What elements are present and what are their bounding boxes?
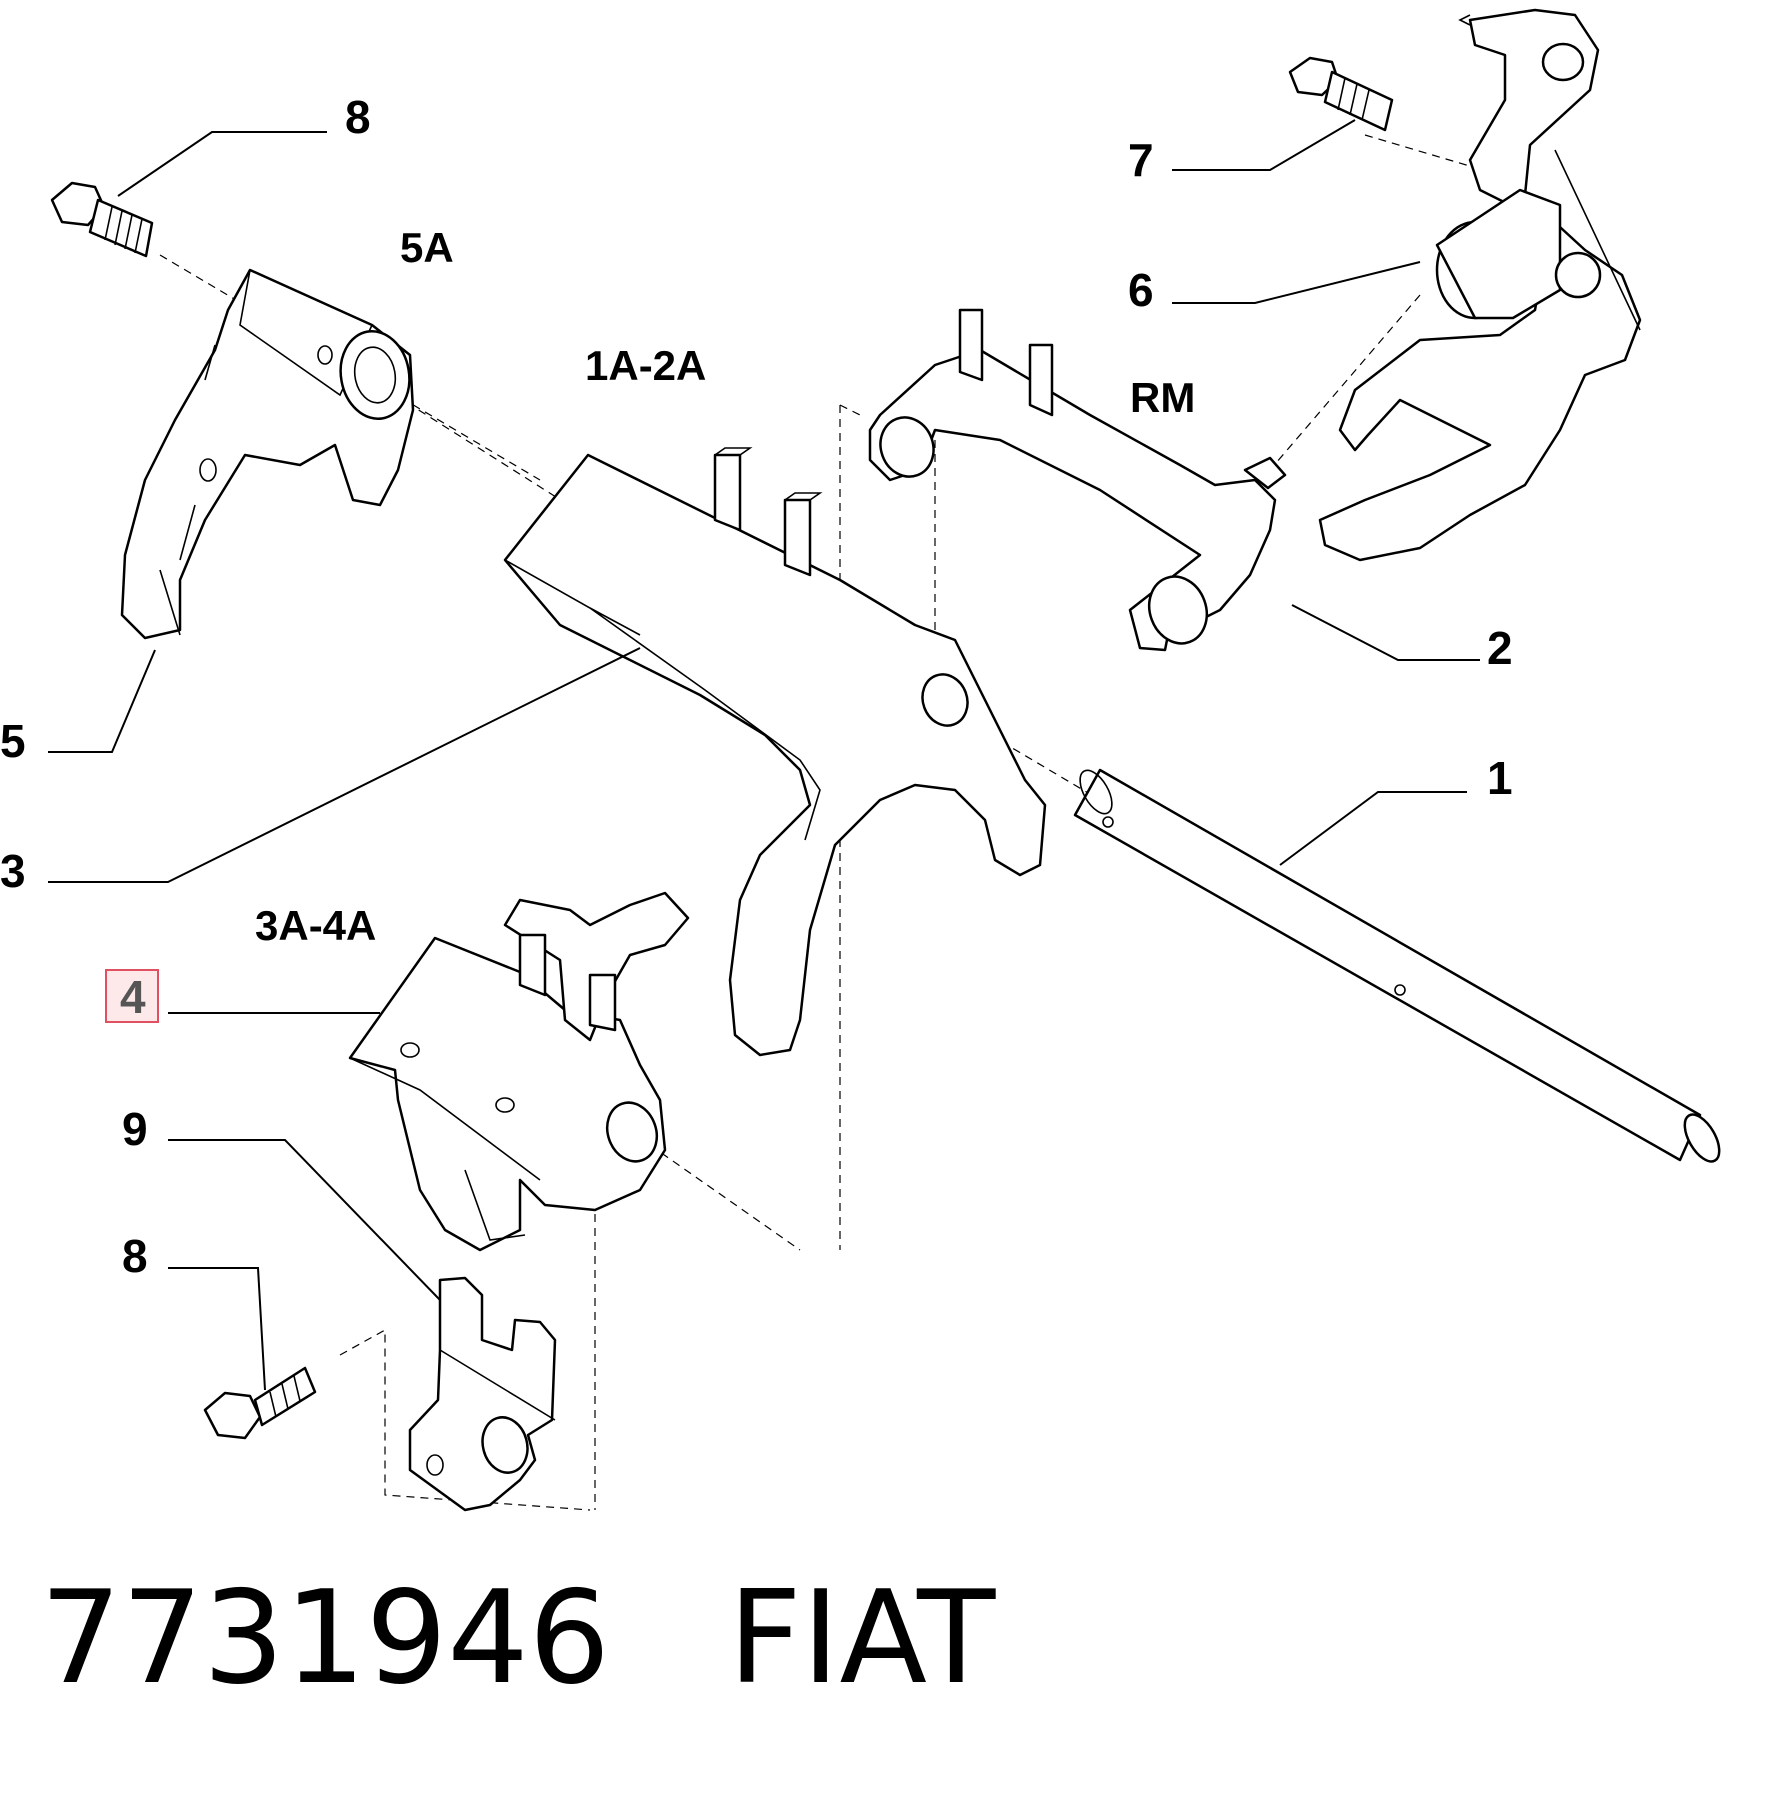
highlight-box [105,969,159,1023]
label-1A-2A: 1A-2A [585,342,706,389]
shift-rod-1 [1073,768,1721,1163]
callout-3[interactable]: 3 [0,845,26,897]
shift-fork-4 [348,891,690,1252]
gear-group-labels: 5A 1A-2A RM 3A-4A [255,224,1195,949]
stop-9 [408,1276,557,1512]
callout-8-bottom[interactable]: 8 [122,1230,148,1282]
bolt-8-top [50,181,154,258]
callout-8-top[interactable]: 8 [345,91,371,143]
leader-lines [48,119,1480,1391]
brand-name: FIAT [728,1564,996,1713]
callout-5[interactable]: 5 [0,715,26,767]
bolt-7 [1288,56,1394,132]
callout-numbers: 8 7 6 2 5 1 3 4 9 8 [0,91,1513,1282]
label-5A: 5A [400,224,454,271]
bolt-8-bottom [203,1366,317,1440]
callout-6[interactable]: 6 [1128,264,1154,316]
callout-4-highlighted[interactable]: 4 [120,971,146,1023]
callout-9[interactable]: 9 [122,1103,148,1155]
label-3A-4A: 3A-4A [255,902,376,949]
part-number: 7731946 [40,1564,611,1713]
label-RM: RM [1130,374,1195,421]
shift-fork-2-reverse [868,308,1287,652]
shift-fork-3 [503,447,1047,1057]
callout-1[interactable]: 1 [1487,752,1513,804]
callout-2[interactable]: 2 [1487,622,1513,674]
selector-lever-6 [1318,8,1642,562]
callout-7[interactable]: 7 [1128,134,1154,186]
shift-fork-5 [120,268,415,640]
